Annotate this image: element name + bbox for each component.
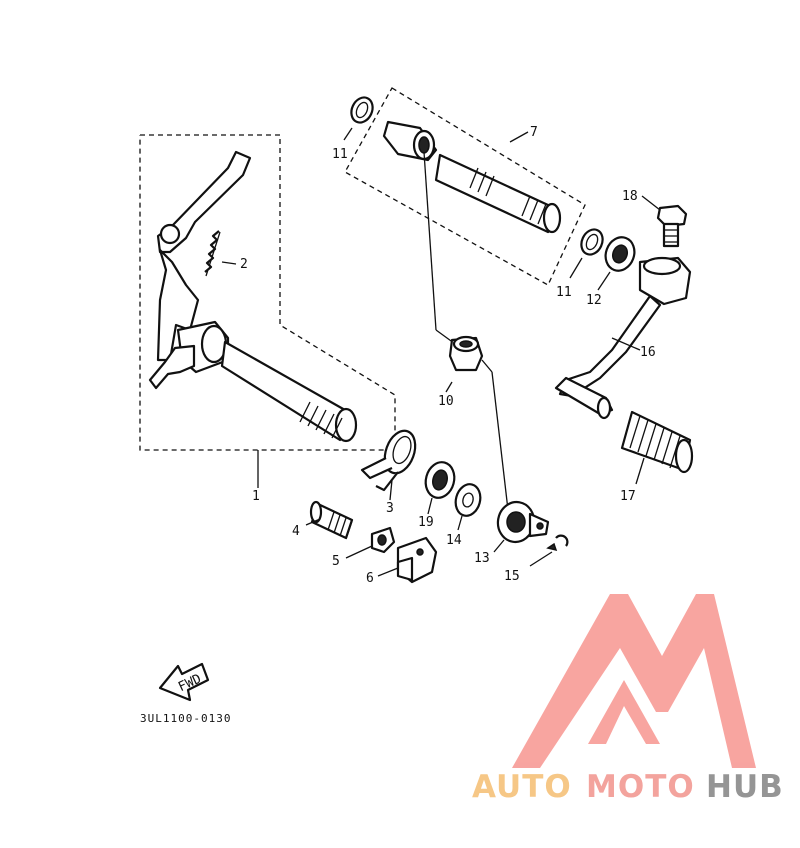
washer-11-right <box>569 228 604 279</box>
clip-15 <box>529 534 569 567</box>
callout-12: 12 <box>586 293 602 308</box>
automotohub-logo: AUTO MOTO HUB <box>472 594 784 805</box>
shaft-assembly-7 <box>382 120 562 234</box>
shift-shaft-assembly <box>148 150 358 443</box>
bearing-19 <box>424 461 456 515</box>
bolt-18 <box>641 195 688 248</box>
callout-3: 3 <box>386 501 394 516</box>
callout-11-right: 11 <box>556 285 572 300</box>
callout-18: 18 <box>622 189 638 204</box>
callout-4: 4 <box>292 524 300 539</box>
callout-19: 19 <box>418 515 434 530</box>
nut-5 <box>345 526 396 559</box>
callout-7: 7 <box>530 125 538 140</box>
logo-mark-icon <box>512 594 756 768</box>
logo-text-moto: MOTO <box>586 769 695 805</box>
pedal-rubber-17 <box>620 410 694 485</box>
diagram-code: 3UL1100-0130 <box>140 712 231 725</box>
spring-3 <box>360 429 417 501</box>
callout-11-top: 11 <box>332 147 348 162</box>
leader-7 <box>509 131 529 143</box>
washer-11-top <box>343 96 374 141</box>
callout-16: 16 <box>640 345 656 360</box>
kick-gear-13 <box>493 500 550 553</box>
callout-17: 17 <box>620 489 636 504</box>
forward-arrow-icon: FWD <box>158 662 210 702</box>
callout-13: 13 <box>474 551 490 566</box>
plate-6 <box>377 536 438 584</box>
callout-15: 15 <box>504 569 520 584</box>
kick-arm-16 <box>554 256 692 420</box>
callout-5: 5 <box>332 554 340 569</box>
assembly-7-boundary <box>344 87 586 286</box>
washer-14 <box>454 483 482 531</box>
callout-6: 6 <box>366 571 374 586</box>
assembly-1-boundary <box>139 134 396 451</box>
logo-text-auto: AUTO <box>472 769 572 805</box>
callout-10: 10 <box>438 394 454 409</box>
callout-14: 14 <box>446 533 462 548</box>
collar-10 <box>423 151 509 511</box>
callout-2: 2 <box>240 257 248 272</box>
logo-text-hub: HUB <box>706 769 784 805</box>
callout-1: 1 <box>252 489 260 504</box>
bolt-4 <box>305 500 354 540</box>
bearing-12 <box>597 236 636 291</box>
spring-2 <box>204 230 237 277</box>
